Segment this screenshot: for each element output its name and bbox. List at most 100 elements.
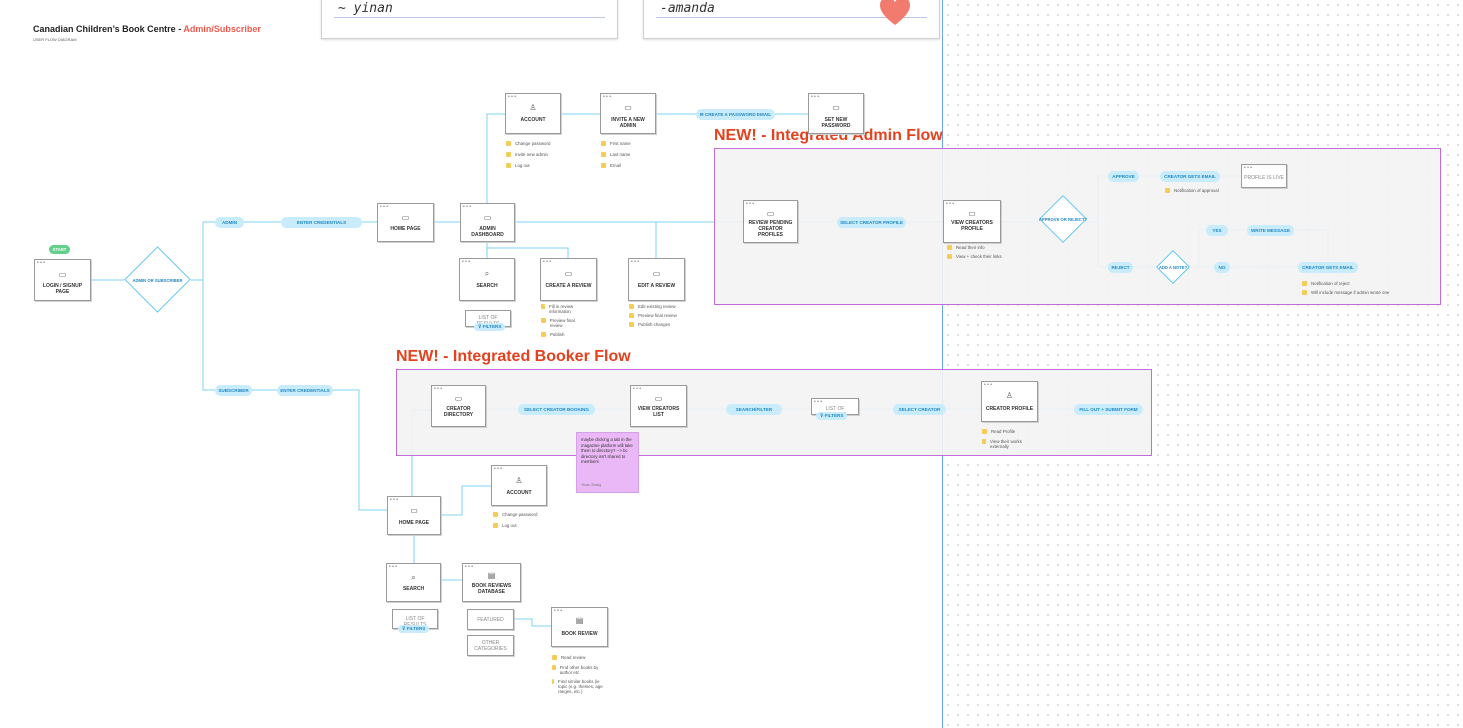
- note-item: Preview final review: [629, 313, 679, 318]
- card-label: ADMIN DASHBOARD: [471, 226, 504, 238]
- connector: [486, 113, 505, 203]
- window-dots: • • •: [746, 201, 755, 207]
- browser-icon: ▭: [564, 269, 573, 278]
- creator-profile-card[interactable]: • • • ♙ CREATOR PROFILE: [981, 381, 1038, 422]
- view-creators-list-card[interactable]: • • • ▭ VIEW CREATORS LIST: [630, 385, 687, 427]
- subscriber-account-notes: Change password Log out: [493, 512, 553, 528]
- booker-flow-title: NEW! - Integrated Booker Flow: [396, 348, 631, 365]
- subscriber-search-card[interactable]: • • • ⌕ SEARCH: [386, 563, 441, 602]
- search-icon: ⌕: [411, 573, 416, 582]
- subscriber-pill: SUBSCRIBER: [215, 385, 252, 396]
- profile-live-card[interactable]: • • • PROFILE IS LIVE: [1241, 164, 1287, 188]
- note-item: Publish: [541, 332, 587, 337]
- note-item: Read review: [552, 655, 604, 660]
- creator-profile-notes: Read Profile View their works externally: [982, 429, 1032, 449]
- sticky-note[interactable]: maybe clicking a tab in the magazine pla…: [576, 432, 639, 493]
- note-item: Last name: [601, 152, 651, 157]
- book-reviews-db-card[interactable]: • • • ▤ BOOK REVIEWS DATABASE: [462, 563, 521, 602]
- window-dots: • • •: [462, 259, 471, 265]
- note-item: Invite new admin: [506, 152, 566, 157]
- note-bullet-icon: [493, 523, 498, 528]
- admin-search-card[interactable]: • • • ⌕ SEARCH: [459, 258, 515, 301]
- note-bullet-icon: [541, 318, 546, 323]
- review-pending-card[interactable]: • • • ▭ REVIEW PENDING CREATOR PROFILES: [743, 200, 798, 243]
- note-bullet-icon: [601, 152, 606, 157]
- window-dots: • • •: [37, 260, 46, 266]
- window-dots: • • •: [1244, 165, 1253, 171]
- note-item: View + check their links: [947, 254, 1017, 259]
- window-dots: • • •: [631, 259, 640, 265]
- browser-icon: ▭: [766, 209, 775, 218]
- card-label: BOOK REVIEWS DATABASE: [471, 583, 512, 595]
- set-password-card[interactable]: • • • ▭ SET NEW PASSWORD: [808, 93, 864, 134]
- connector: [486, 240, 569, 258]
- dot-grid-background: [943, 0, 1463, 728]
- note-text: Log out: [515, 163, 530, 168]
- card-label: VIEW CREATORS PROFILE: [951, 220, 993, 232]
- note-text: Find similar books (ie topic (e.g. theme…: [558, 679, 603, 694]
- window-dots: • • •: [390, 497, 399, 503]
- signature-card-left: ~ yinan: [321, 0, 618, 39]
- card-label: PROFILE IS LIVE: [1244, 175, 1284, 181]
- account-card[interactable]: • • • ♙ ACCOUNT: [505, 93, 561, 134]
- window-dots: • • •: [603, 94, 612, 100]
- invite-admin-card[interactable]: • • • ▭ INVITE A NEW ADMIN: [600, 93, 656, 134]
- card-label: FEATURED: [477, 617, 504, 623]
- start-pill: START: [49, 245, 70, 254]
- card-label: VIEW CREATORS LIST: [637, 406, 680, 418]
- note-bullet-icon: [947, 245, 952, 250]
- connector: [191, 221, 215, 281]
- note-text: View their works externally: [990, 439, 1022, 449]
- create-review-card[interactable]: • • • ▭ CREATE A REVIEW: [540, 258, 597, 301]
- note-item: Notification of approval: [1165, 188, 1235, 193]
- sticky-note-author: Yinan Zhang: [581, 482, 602, 487]
- note-bullet-icon: [506, 163, 511, 168]
- note-item: Notification of reject: [1302, 281, 1402, 286]
- edit-review-card[interactable]: • • • ▭ EDIT A REVIEW: [628, 258, 685, 301]
- note-bullet-icon: [552, 679, 555, 684]
- select-creator-profile-pill: SELECT CREATOR PROFILE: [837, 217, 906, 228]
- creator-directory-card[interactable]: • • • ▭ CREATOR DIRECTORY: [431, 385, 486, 427]
- sticky-note-text: maybe clicking a tab in the magazine pla…: [581, 437, 633, 464]
- card-label: HOME PAGE: [390, 226, 421, 232]
- subscriber-filters-pill[interactable]: ⊽ FILTERS: [398, 625, 430, 633]
- admin-filters-pill[interactable]: ⊽ FILTERS: [474, 323, 506, 331]
- view-creators-notes: Read their info View + check their links: [947, 245, 1017, 259]
- note-item: Read their info: [947, 245, 1017, 250]
- note-bullet-icon: [1302, 290, 1307, 295]
- browser-icon: ▭: [624, 103, 632, 112]
- edit-review-notes: Edit existing review Preview final revie…: [629, 304, 679, 327]
- note-text: View + check their links: [956, 254, 1002, 259]
- heart-icon: [880, 0, 910, 25]
- note-text: Publish: [550, 332, 565, 337]
- card-label: SEARCH: [476, 283, 498, 289]
- note-text: Invite new admin: [515, 152, 548, 157]
- invite-notes: First name Last name Email: [601, 141, 651, 168]
- note-item: Edit existing review: [629, 304, 679, 309]
- page-title: Canadian Children’s Book Centre - Admin/…: [33, 24, 261, 34]
- card-label: CREATOR PROFILE: [985, 406, 1034, 412]
- subscriber-home-card[interactable]: • • • ▭ HOME PAGE: [387, 496, 441, 535]
- card-label: SEARCH: [402, 586, 425, 592]
- note-item: Preview final review: [541, 318, 587, 328]
- search-icon: ⌕: [484, 269, 490, 278]
- window-dots: • • •: [463, 204, 472, 210]
- book-review-card[interactable]: • • • ▤ BOOK REVIEW: [551, 607, 608, 647]
- note-bullet-icon: [541, 332, 546, 337]
- window-dots: • • •: [389, 564, 398, 570]
- featured-card[interactable]: FEATURED: [467, 609, 514, 630]
- other-categories-card[interactable]: OTHER CATEGORIES: [467, 635, 514, 656]
- admin-dashboard-card[interactable]: • • • ▭ ADMIN DASHBOARD: [460, 203, 515, 242]
- booker-filters-pill[interactable]: ⊽ FILTERS: [816, 412, 848, 420]
- login-signup-card[interactable]: • • • ▭ LOGIN / SIGNUP PAGE: [34, 259, 91, 301]
- subscriber-account-card[interactable]: • • • ♙ ACCOUNT: [491, 465, 547, 506]
- card-label: HOME PAGE: [398, 520, 430, 526]
- admin-home-card[interactable]: • • • ▭ HOME PAGE: [377, 203, 434, 242]
- window-dots: • • •: [465, 564, 474, 570]
- note-text: Email: [610, 163, 621, 168]
- window-dots: • • •: [494, 466, 503, 472]
- browser-icon: ▭: [454, 394, 463, 403]
- browser-icon: ▭: [410, 506, 418, 515]
- view-creators-profile-card[interactable]: • • • ▭ VIEW CREATORS PROFILE: [943, 200, 1001, 243]
- search-filter-pill: SEARCH/FILTER: [726, 404, 782, 415]
